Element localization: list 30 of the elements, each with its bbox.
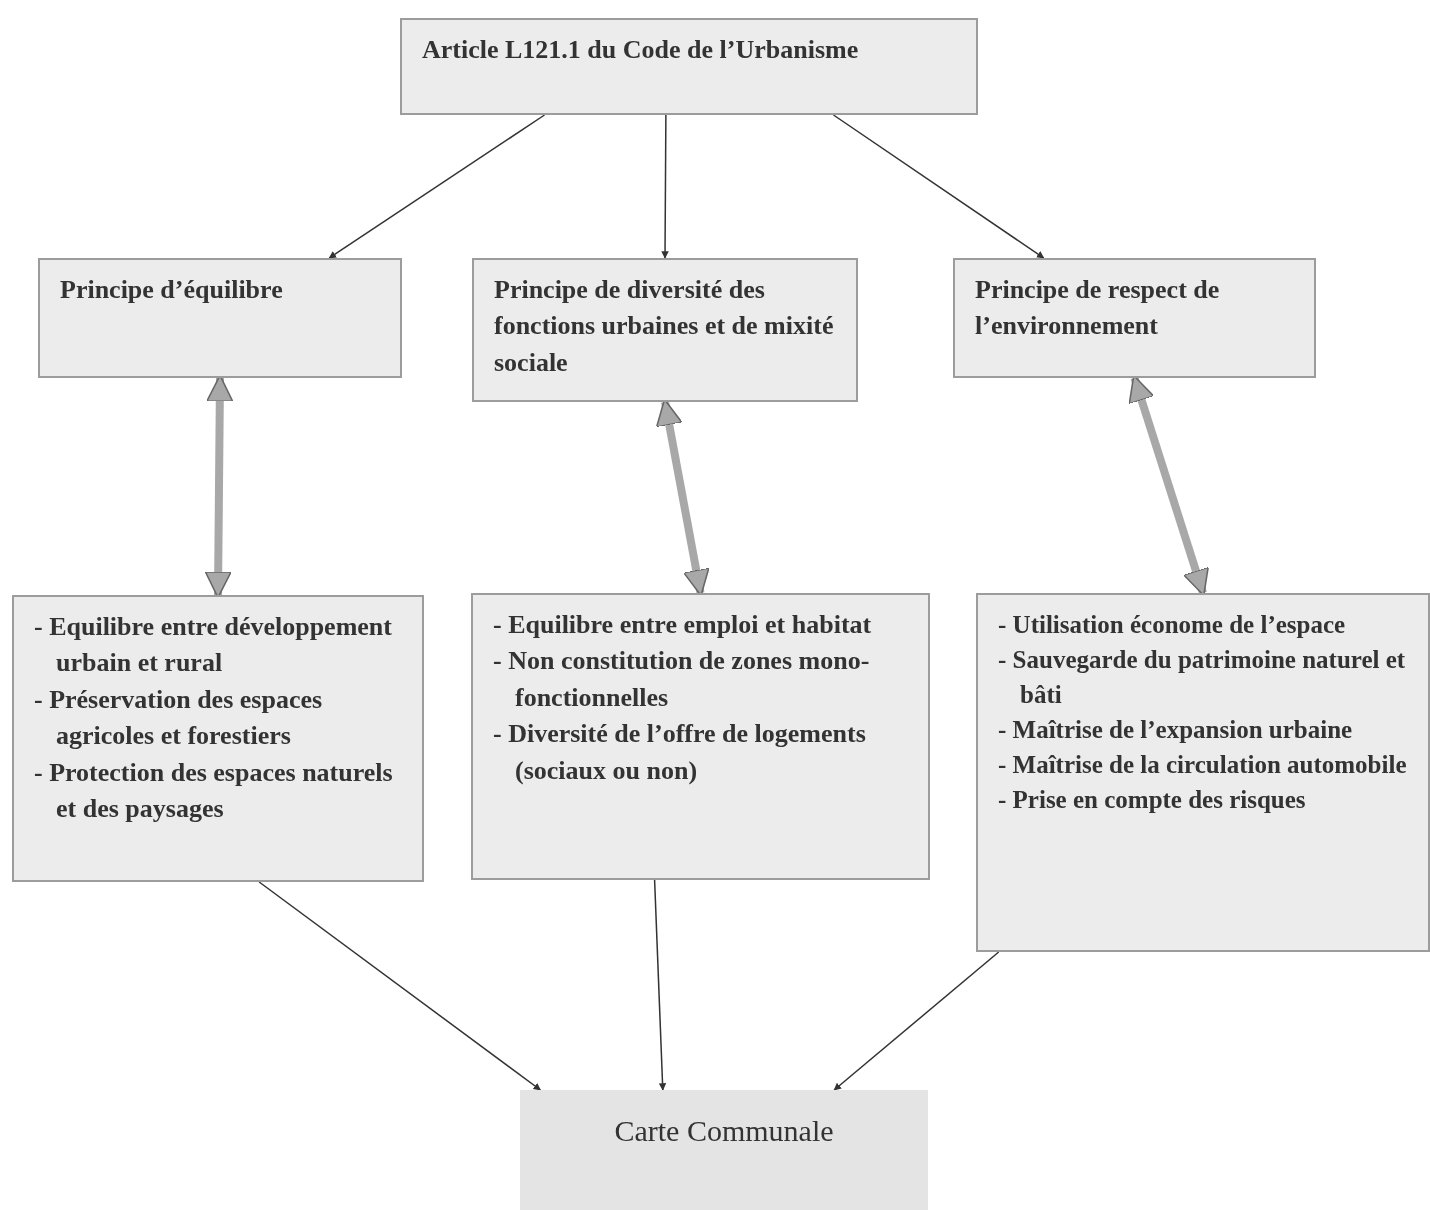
box-label: Article L121.1 du Code de l’Urbanisme: [422, 34, 860, 66]
list-item: - Sauvegarde du patrimoine naturel et bâti: [998, 645, 1407, 710]
list-item: - Préservation des espaces agricoles et forestiers: [34, 683, 324, 753]
list-item: - Diversité de l’offre de logements (sociaux ou non): [493, 718, 867, 787]
list-item: - Maîtrise de l’expansion urbaine: [998, 715, 1354, 745]
arrow: [833, 951, 1000, 1091]
box-label: Carte Communale: [613, 1113, 835, 1149]
result-box: [520, 1090, 928, 1210]
list-item: - Equilibre entre emploi et habitat: [493, 609, 873, 641]
box-label: Principe de diversité des fonctions urbaines et de mixité sociale: [494, 274, 835, 379]
source-box: [400, 18, 978, 115]
objectives-box: [471, 593, 930, 880]
list-item: - Utilisation économe de l’espace: [998, 610, 1347, 640]
list-item: - Protection des espaces naturels et des paysages: [34, 756, 394, 825]
list-item: - Non constitution de zones mono-fonctionnelles: [493, 645, 871, 714]
principle-box: [38, 258, 402, 378]
arrow: [328, 114, 546, 259]
objectives-box: [12, 595, 424, 882]
box-label: Principe d’équilibre: [60, 274, 284, 306]
principle-box: [953, 258, 1316, 378]
arrow: [661, 114, 669, 259]
objectives-box: [976, 593, 1430, 952]
arrow: [258, 881, 542, 1091]
box-label: Principe de respect de l’environnement: [975, 274, 1221, 343]
list-item: - Equilibre entre développement urbain et rural: [34, 611, 393, 680]
arrow: [653, 879, 667, 1091]
list-item: - Maîtrise de la circulation automobile: [998, 750, 1408, 780]
list-item: - Prise en compte des risques: [998, 785, 1307, 815]
arrow: [832, 114, 1045, 259]
principle-box: [472, 258, 858, 402]
